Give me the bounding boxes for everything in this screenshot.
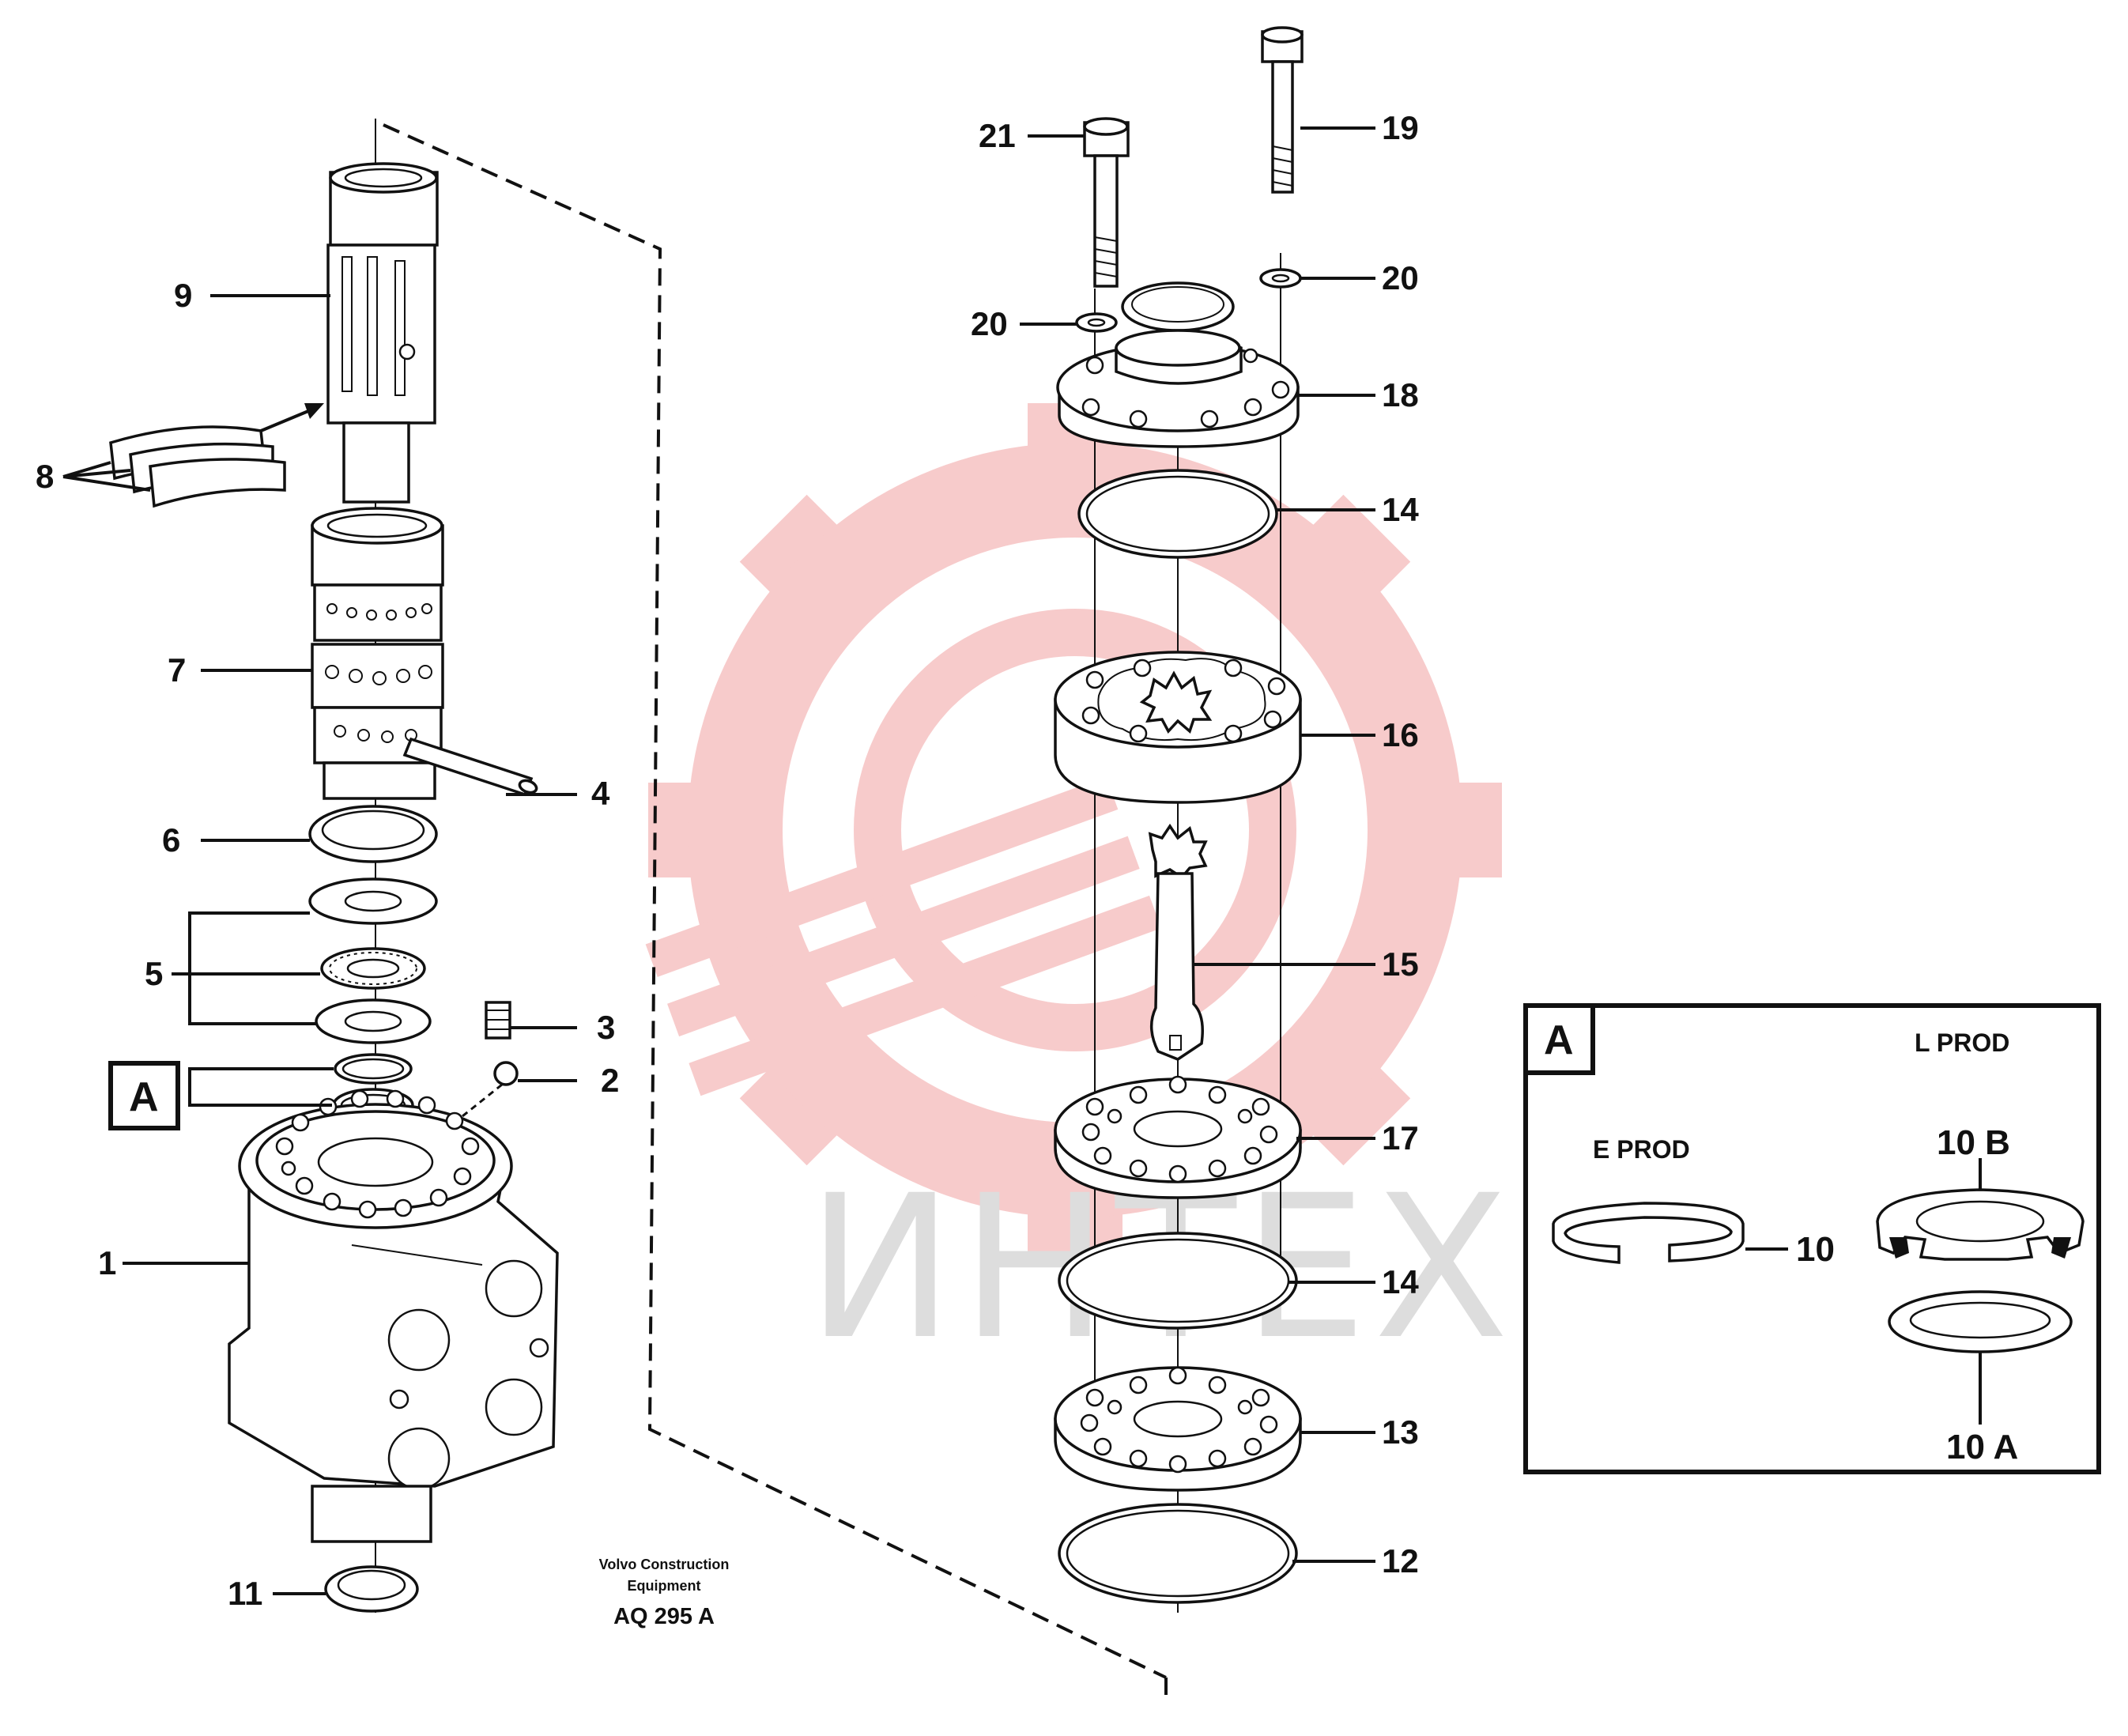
ref-box-a: A <box>108 1061 180 1130</box>
callout-8: 8 <box>36 458 54 495</box>
part-3-plug <box>485 1001 511 1040</box>
part-20-washer-right <box>1259 268 1302 289</box>
part-14-o-ring-lower <box>1058 1232 1298 1330</box>
detail-part-10b-cup-seal <box>1876 1188 2085 1261</box>
part-15-drive-shaft <box>1148 823 1208 1061</box>
part-19-bolt <box>1261 26 1304 194</box>
ref-box-a-label: A <box>129 1074 159 1120</box>
footer-code: AQ 295 A <box>613 1604 715 1629</box>
footer-line-1: Volvo Construction <box>599 1557 730 1572</box>
part-8-centering-springs <box>109 425 286 508</box>
part-6-ring <box>308 805 438 863</box>
detail-10: 10 <box>1796 1230 1835 1269</box>
detail-box-a: A E PROD L PROD 10 B 10 10 A <box>1523 1003 2101 1474</box>
detail-10a: 10 A <box>1946 1428 2018 1466</box>
callout-6: 6 <box>162 821 180 859</box>
callout-7: 7 <box>168 651 186 689</box>
part-1-valve-housing <box>228 1089 559 1543</box>
callout-11: 11 <box>228 1575 262 1612</box>
callout-20-right: 20 <box>1382 259 1419 296</box>
leader-lines <box>62 126 1375 1595</box>
arrow-8-to-9 <box>260 409 309 432</box>
detail-e-prod: E PROD <box>1593 1135 1690 1164</box>
callout-21: 21 <box>979 117 1016 154</box>
part-5-thrust-bearing <box>308 877 438 1044</box>
part-9-spool <box>326 162 439 504</box>
detail-box-label: A <box>1544 1017 1574 1063</box>
detail-l-prod: L PROD <box>1915 1028 2009 1057</box>
footer-line-2: Equipment <box>628 1578 701 1594</box>
callout-2: 2 <box>601 1062 619 1099</box>
callout-17: 17 <box>1382 1119 1419 1157</box>
callout-15: 15 <box>1382 945 1419 983</box>
part-7-sleeve <box>311 507 444 800</box>
callout-12: 12 <box>1382 1542 1419 1579</box>
cap-plate <box>1121 281 1235 332</box>
callout-16: 16 <box>1382 716 1419 753</box>
part-20-washer-left <box>1075 312 1118 333</box>
callout-5: 5 <box>145 955 163 992</box>
callout-13: 13 <box>1382 1413 1419 1451</box>
part-11-seal-ring <box>324 1565 419 1613</box>
part-17-spacer-plate <box>1054 1075 1302 1199</box>
arrow-head-8 <box>304 403 324 419</box>
detail-part-10-split-ring <box>1552 1202 1745 1264</box>
part-18-end-cover <box>1056 329 1300 448</box>
detail-10b: 10 B <box>1937 1123 2010 1162</box>
callout-20-left: 20 <box>971 305 1008 342</box>
part-2-ball <box>493 1061 519 1086</box>
callout-18: 18 <box>1382 376 1419 413</box>
part-14-o-ring-upper <box>1077 469 1278 559</box>
callout-14-upper: 14 <box>1382 491 1419 528</box>
footer-source: Volvo Construction Equipment AQ 295 A <box>599 1557 730 1629</box>
part-12-o-ring <box>1058 1503 1298 1604</box>
callout-numbers: 9 8 7 6 5 4 3 2 1 11 21 19 20 20 18 14 1… <box>36 109 1419 1612</box>
callout-3: 3 <box>597 1009 615 1046</box>
callout-19: 19 <box>1382 109 1419 146</box>
part-21-bolt <box>1083 117 1130 288</box>
watermark-gear-logo: ИНТЕХ <box>645 403 1509 1383</box>
part-13-distributor-plate <box>1054 1366 1302 1492</box>
detail-part-10a-ring <box>1888 1290 2073 1353</box>
callout-9: 9 <box>174 277 192 314</box>
part-16-gear-set <box>1054 651 1302 804</box>
callout-4: 4 <box>591 775 610 812</box>
assembly-outline-dashed <box>383 123 1168 1696</box>
callout-14-lower: 14 <box>1382 1263 1419 1300</box>
callout-1: 1 <box>98 1244 116 1281</box>
